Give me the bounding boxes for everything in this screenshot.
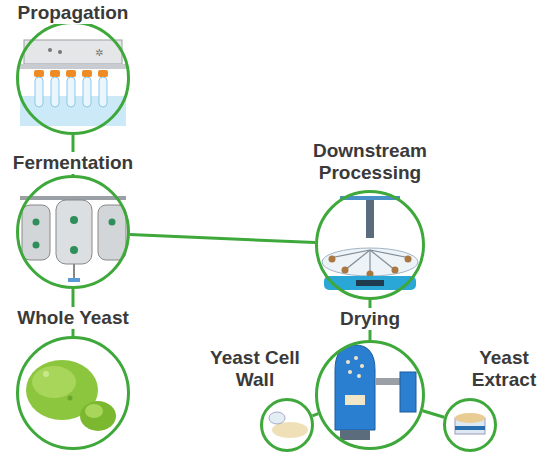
cell-wall-powder [269, 412, 308, 438]
step-heading: Downstream Processing [295, 140, 445, 184]
step-heading: Yeast Extract [466, 347, 542, 391]
yeast-cells-illustration [26, 360, 116, 431]
step-heading: Drying [315, 308, 425, 330]
step-heading: Yeast Cell Wall [202, 347, 308, 391]
incubator-illustration: ✲ [20, 40, 126, 126]
flow-line [423, 411, 444, 417]
fermenter-illustration [20, 196, 126, 282]
step-heading: Whole Yeast [0, 307, 148, 329]
process-circle: Yeast Extract [443, 398, 497, 452]
extract-jar [455, 413, 485, 434]
dryer-illustration [335, 345, 416, 440]
process-circle: Drying [315, 340, 425, 450]
process-circle: Whole Yeast [16, 336, 130, 450]
step-heading: Propagation [0, 2, 148, 24]
svg-text:✲: ✲ [95, 47, 103, 58]
step-heading: Fermentation [0, 152, 148, 174]
flow-line [130, 234, 315, 242]
process-circle: Yeast Cell Wall [260, 398, 314, 452]
process-circle: Fermentation [16, 175, 130, 289]
process-circle: Propagation [16, 21, 130, 135]
process-circle: Downstream Processing [315, 190, 425, 300]
centrifuge-illustration [322, 196, 418, 290]
